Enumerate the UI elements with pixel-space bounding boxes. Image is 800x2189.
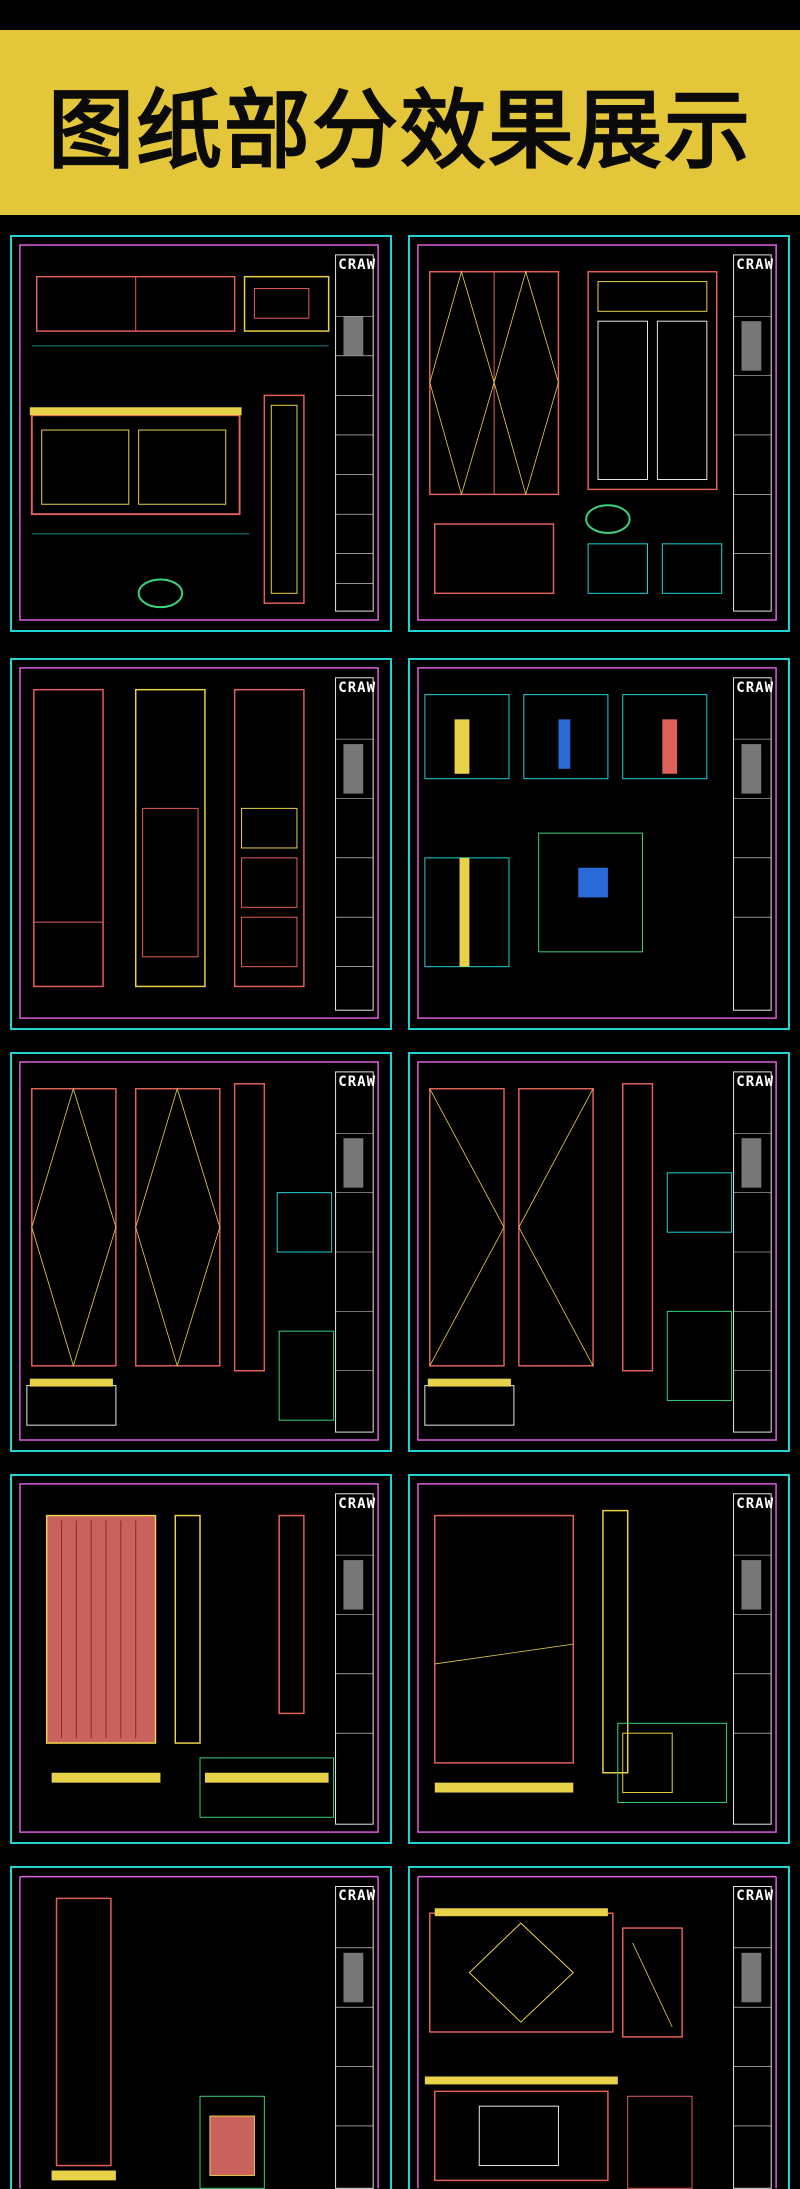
cad-drawing-10 [417, 1875, 777, 2189]
sheet-brand-logo: CRAW [338, 680, 376, 696]
title-banner: 图纸部分效果展示 [0, 30, 800, 215]
drawing-sheet-3[interactable]: CRAW [10, 658, 392, 1030]
cad-drawing-7 [19, 1483, 379, 1833]
top-strip [0, 0, 800, 30]
sheet-brand-logo: CRAW [736, 257, 774, 273]
cad-drawing-4 [417, 667, 777, 1019]
cad-drawing-6 [417, 1061, 777, 1441]
drawing-sheet-1[interactable]: CRAW [10, 235, 392, 632]
sheet-brand-logo: CRAW [338, 1496, 376, 1512]
drawing-sheet-8[interactable]: CRAW [408, 1474, 790, 1844]
sheet-brand-logo: CRAW [736, 1496, 774, 1512]
sheet-brand-logo: CRAW [338, 257, 376, 273]
sheet-brand-logo: CRAW [338, 1888, 376, 1904]
banner-title: 图纸部分效果展示 [48, 81, 752, 181]
drawing-sheet-10[interactable]: CRAW [408, 1866, 790, 2189]
drawing-sheet-4[interactable]: CRAW [408, 658, 790, 1030]
sheet-brand-logo: CRAW [736, 680, 774, 696]
drawing-sheet-7[interactable]: CRAW [10, 1474, 392, 1844]
drawing-sheet-6[interactable]: CRAW [408, 1052, 790, 1452]
drawing-sheet-5[interactable]: CRAW [10, 1052, 392, 1452]
sheet-brand-logo: CRAW [736, 1888, 774, 1904]
cad-drawing-5 [19, 1061, 379, 1441]
cad-drawing-8 [417, 1483, 777, 1833]
drawing-sheet-2[interactable]: CRAW [408, 235, 790, 632]
cad-drawing-1 [19, 244, 379, 621]
sheet-brand-logo: CRAW [736, 1074, 774, 1090]
sheet-brand-logo: CRAW [338, 1074, 376, 1090]
drawing-sheet-9[interactable]: CRAW [10, 1866, 392, 2189]
cad-drawing-3 [19, 667, 379, 1019]
cad-drawing-2 [417, 244, 777, 621]
cad-drawing-9 [19, 1875, 379, 2189]
